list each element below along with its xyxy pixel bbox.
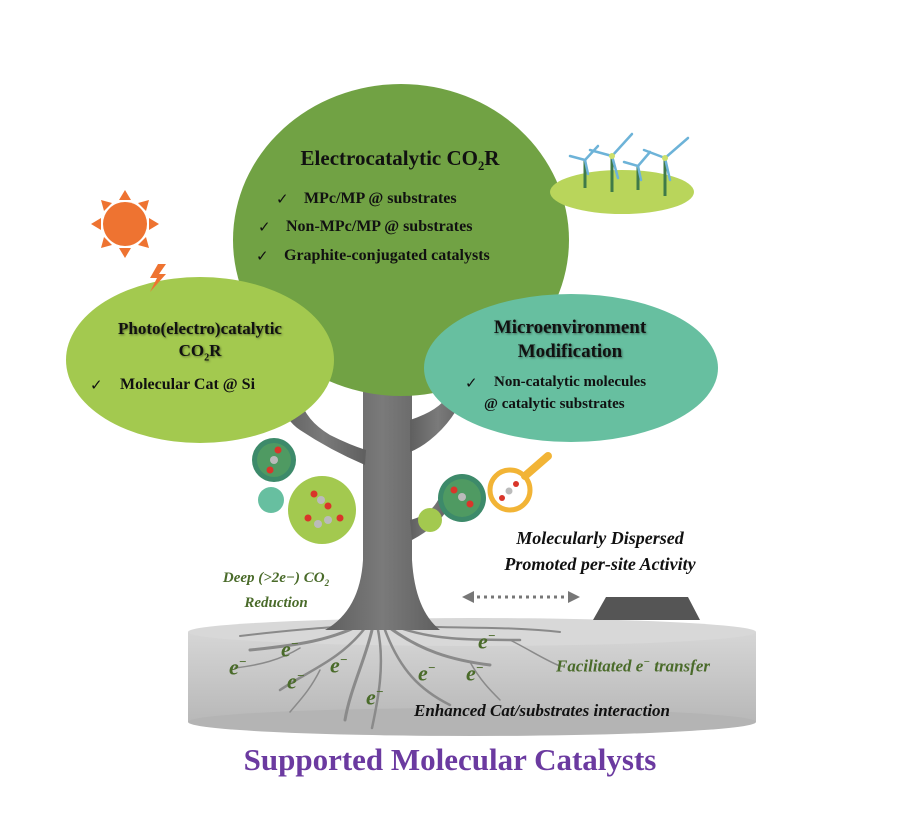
- dot-decoration-2: [418, 508, 442, 532]
- molecule-bubble-right: [438, 474, 486, 522]
- main-title: Supported Molecular Catalysts: [243, 742, 657, 777]
- sun-icon: [91, 190, 159, 258]
- electron-label: e−: [418, 660, 436, 686]
- electron-label: e−: [281, 636, 299, 662]
- substrate-block: [593, 597, 700, 620]
- micro-item-line-1: Non-catalytic molecules: [494, 374, 647, 390]
- molecule-bubble-small: [252, 438, 296, 482]
- check-icon: ✓: [465, 374, 478, 392]
- electron-label: e−: [229, 654, 247, 680]
- electro-item-3: Graphite-conjugated catalysts: [284, 247, 490, 264]
- check-icon: ✓: [256, 247, 269, 265]
- check-icon: ✓: [276, 190, 289, 208]
- double-arrow-icon: [462, 591, 580, 603]
- electro-item-1: MPc/MP @ substrates: [304, 190, 457, 207]
- lightning-icon: [150, 264, 166, 292]
- electron-label: e−: [478, 628, 496, 654]
- dot-decoration: [258, 487, 284, 513]
- electro-title: Electrocatalytic CO2R: [300, 146, 500, 174]
- interaction-label: Enhanced Cat/substrates interaction: [414, 701, 670, 720]
- magnifier-icon: [487, 452, 552, 513]
- photo-item-1: Molecular Cat @ Si: [120, 376, 256, 393]
- check-icon: ✓: [258, 218, 271, 236]
- electro-item-2: Non-MPc/MP @ substrates: [286, 218, 473, 235]
- electron-label: e−: [330, 652, 348, 678]
- check-icon: ✓: [90, 376, 103, 394]
- micro-crown: [424, 294, 718, 442]
- electron-label: e−: [287, 668, 305, 694]
- transfer-label: Facilitated e− transfer: [556, 656, 710, 676]
- ground-support-disc: [188, 618, 756, 736]
- molecule-bubble-large: [288, 476, 356, 544]
- wind-turbine-icon: [550, 132, 694, 214]
- photo-crown: [66, 277, 334, 443]
- electron-label: e−: [466, 660, 484, 686]
- electron-label: e−: [366, 684, 384, 710]
- micro-item-line-2: @ catalytic substrates: [484, 396, 625, 412]
